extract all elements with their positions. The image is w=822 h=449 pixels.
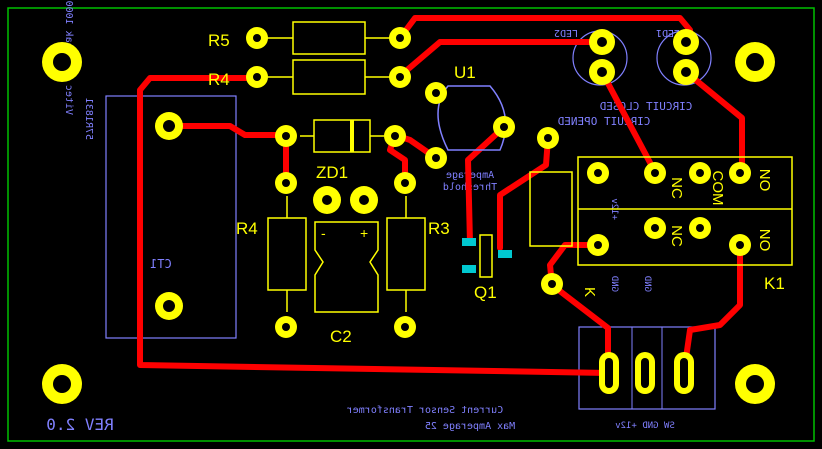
q1-smd-pad-2 bbox=[462, 265, 476, 273]
drill-33 bbox=[641, 358, 649, 388]
q1-smd-pad-3 bbox=[498, 250, 512, 258]
relay-com: COM bbox=[709, 171, 726, 206]
drill-21 bbox=[597, 67, 607, 77]
drill-11 bbox=[401, 179, 409, 187]
drill-28 bbox=[594, 241, 602, 249]
r5-label: R5 bbox=[208, 31, 230, 50]
drill-6 bbox=[396, 73, 404, 81]
ct1-label: CT1 bbox=[150, 257, 172, 271]
drill-5 bbox=[253, 73, 261, 81]
trace-r5-led1 bbox=[397, 15, 693, 41]
drill-16 bbox=[432, 154, 440, 162]
ct1-outline bbox=[105, 95, 237, 339]
q1-label: Q1 bbox=[474, 283, 497, 302]
k1-label: K1 bbox=[764, 274, 785, 293]
drill-15 bbox=[432, 89, 440, 97]
terminal-sw-label: GND bbox=[642, 276, 652, 292]
copper-traces bbox=[137, 15, 745, 376]
led1-label: LED1 bbox=[656, 27, 680, 38]
drill-2 bbox=[163, 300, 175, 312]
title-line-2: Max Amperage 25 bbox=[425, 421, 515, 432]
terminal-caption: SW GND +12v bbox=[615, 421, 675, 431]
mount-drill-tr bbox=[746, 53, 764, 71]
terminal-gnd-label: GND bbox=[609, 276, 619, 292]
drill-13 bbox=[322, 195, 332, 205]
k1-outline bbox=[577, 156, 793, 266]
relay-no-bot: NO bbox=[756, 229, 773, 252]
trace-ct-ground bbox=[137, 75, 611, 376]
trace-q1-relay bbox=[497, 135, 551, 251]
trace-led2-nc bbox=[599, 69, 658, 175]
drill-14 bbox=[359, 195, 369, 205]
title-line-1: Current Sensor Transformer bbox=[347, 405, 504, 416]
board-outline bbox=[7, 7, 815, 442]
trace-led1-no bbox=[683, 69, 745, 175]
drill-23 bbox=[681, 67, 691, 77]
ct-spec-2: 57R1831 bbox=[83, 98, 94, 140]
drill-25 bbox=[651, 169, 659, 177]
drill-19 bbox=[548, 280, 556, 288]
mount-drill-bl bbox=[53, 375, 71, 393]
r4-label: R4 bbox=[236, 219, 258, 238]
u1-outline bbox=[437, 85, 507, 151]
trace-no-terminal bbox=[681, 242, 743, 375]
c2-label: C2 bbox=[330, 327, 352, 346]
drill-3 bbox=[253, 34, 261, 42]
r4-top-label: R4 bbox=[208, 70, 230, 89]
revision-label: REV 2.0 bbox=[46, 415, 113, 434]
q1-body bbox=[479, 234, 493, 278]
drill-9 bbox=[282, 179, 290, 187]
k-label: K bbox=[581, 287, 598, 297]
led2-label: LED2 bbox=[554, 27, 578, 38]
drill-18 bbox=[544, 134, 552, 142]
terminal-block-outline bbox=[578, 326, 716, 410]
drill-34 bbox=[680, 358, 688, 388]
q1-area bbox=[529, 171, 573, 247]
relay-nc-top: NC bbox=[668, 177, 685, 199]
drill-10 bbox=[282, 323, 290, 331]
drill-7 bbox=[282, 132, 290, 140]
pads bbox=[42, 27, 775, 404]
drill-29 bbox=[651, 224, 659, 232]
circuit-closed-label: CIRCUIT CLOSED bbox=[600, 100, 693, 113]
drill-22 bbox=[681, 37, 691, 47]
r3-label: R3 bbox=[428, 219, 450, 238]
relay-no-top: NO bbox=[756, 169, 773, 192]
trace-ct-zd1 bbox=[166, 123, 289, 185]
c2-body bbox=[314, 221, 379, 313]
drill-17 bbox=[500, 123, 508, 131]
drill-12 bbox=[401, 323, 409, 331]
mount-drill-tl bbox=[53, 53, 71, 71]
drill-27 bbox=[736, 169, 744, 177]
trace-u1-q1 bbox=[465, 124, 507, 246]
drill-30 bbox=[696, 224, 704, 232]
relay-nc-bot: NC bbox=[668, 225, 685, 247]
trace-r4-led2 bbox=[397, 39, 605, 79]
q1-smd-pad-1 bbox=[462, 238, 476, 246]
drill-24 bbox=[594, 169, 602, 177]
drill-4 bbox=[396, 34, 404, 42]
drill-26 bbox=[696, 169, 704, 177]
drill-20 bbox=[597, 37, 607, 47]
drill-8 bbox=[391, 132, 399, 140]
drill-1 bbox=[163, 120, 175, 132]
drill-31 bbox=[736, 241, 744, 249]
u1-label: U1 bbox=[454, 63, 476, 82]
c2-minus: - bbox=[321, 225, 326, 241]
c2-plus: + bbox=[360, 225, 368, 241]
mount-drill-br bbox=[746, 375, 764, 393]
circuit-opened-label: CIRCUIT OPENED bbox=[558, 115, 651, 128]
drill-32 bbox=[605, 358, 613, 388]
zd1-label: ZD1 bbox=[316, 163, 348, 182]
